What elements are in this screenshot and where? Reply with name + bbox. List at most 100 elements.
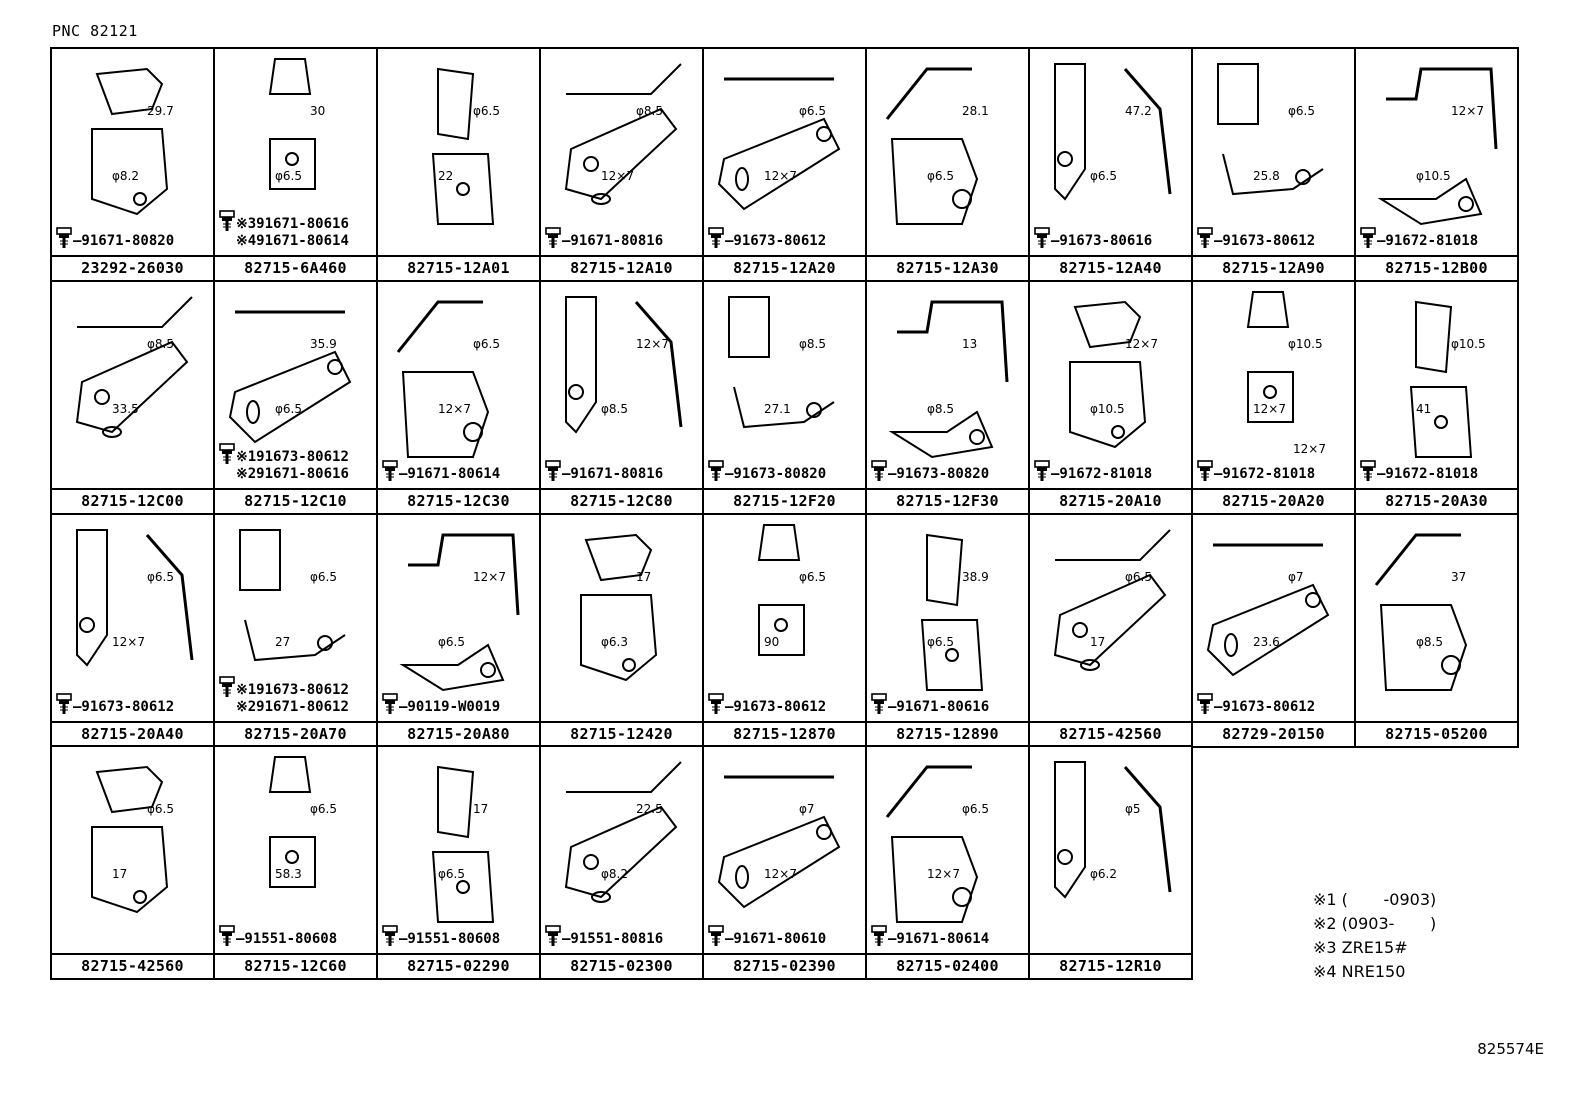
bracket-drawing (91, 67, 169, 216)
dimension-label: φ8.2 (601, 867, 628, 881)
bolt-part-number: —91673-80612 (1197, 693, 1315, 715)
diagram-code: 825574E (1477, 1040, 1544, 1058)
dimension-label: 27.1 (764, 402, 791, 416)
dimension-label: 12×7 (473, 570, 506, 584)
part-number: 82715-12A20 (704, 255, 865, 280)
dimension-label: 12×7 (112, 635, 145, 649)
part-number: 82715-12A10 (541, 255, 702, 280)
part-number: 82715-12B00 (1356, 255, 1517, 280)
bolt-part-number: —90119-W0019 (382, 693, 500, 715)
dimension-label: φ6.5 (147, 570, 174, 584)
part-number: 82715-12C10 (215, 488, 376, 513)
part-cell: φ5 φ6.2 82715-12R10 (1028, 745, 1193, 980)
part-number: 82715-12F30 (867, 488, 1028, 513)
dimension-label: φ6.5 (962, 802, 989, 816)
part-number: 82715-12R10 (1030, 953, 1191, 978)
dimension-label: 90 (764, 635, 780, 649)
bracket-drawing (1054, 63, 1172, 201)
dimension-label: φ6.2 (1090, 867, 1117, 881)
dimension-label: φ8.5 (927, 402, 954, 416)
bolt-part-number: —91671-80816 (545, 460, 663, 482)
bracket-drawing (920, 533, 984, 691)
bracket-drawing (565, 296, 683, 434)
bolt-part-number: —91672-81018 (1360, 460, 1478, 482)
bracket-drawing (91, 765, 169, 914)
part-number: 82715-42560 (52, 953, 213, 978)
part-number: 82715-12890 (867, 721, 1028, 746)
bolt-part-number: ※291671-80612 (236, 699, 349, 715)
dimension-label: 12×7 (1125, 337, 1158, 351)
part-number: 82715-12A30 (867, 255, 1028, 280)
bracket-drawing (1374, 533, 1468, 691)
pnc-label: PNC 82121 (52, 22, 138, 40)
bracket-drawing (431, 67, 495, 225)
bolt-part-number: ※391671-80616 (219, 210, 349, 232)
bracket-drawing (888, 300, 1009, 459)
dimension-label: φ8.2 (112, 169, 139, 183)
bracket-drawing (717, 775, 841, 909)
bolt-part-number: ※491671-80614 (236, 233, 349, 249)
dimension-label: φ6.5 (310, 802, 337, 816)
bolt-part-number: ※191673-80612 (219, 443, 349, 465)
dimension-label: 17 (473, 802, 489, 816)
bolt-part-number: —91673-80612 (708, 227, 826, 249)
bracket-drawing (1069, 300, 1147, 449)
dimension-label: 28.1 (962, 104, 989, 118)
part-number: 82715-6A460 (215, 255, 376, 280)
part-number: 82715-12870 (704, 721, 865, 746)
note-4: ※4 NRE150 (1313, 962, 1406, 981)
notes-legend: ※1 ( -0903) ※2 (0903- ) ※3 ZRE15# ※4 NRE… (1313, 888, 1436, 984)
dimension-label: φ6.5 (275, 169, 302, 183)
bracket-drawing (399, 533, 520, 692)
dimension-label: φ6.5 (799, 570, 826, 584)
bracket-drawing (757, 524, 805, 656)
dimension-label: 17 (636, 570, 652, 584)
dimension-label: φ6.5 (275, 402, 302, 416)
dimension-label: 12×7 (438, 402, 471, 416)
part-number: 82729-20150 (1193, 721, 1354, 746)
dimension-label: 58.3 (275, 867, 302, 881)
dimension-label: φ8.5 (636, 104, 663, 118)
dimension-label: 12×7 (636, 337, 669, 351)
bracket-drawing (228, 310, 352, 444)
dimension-label: 12×7 (1451, 104, 1484, 118)
dimension-label: φ10.5 (1416, 169, 1451, 183)
part-number: 82715-12A90 (1193, 255, 1354, 280)
bolt-part-number: —91551-80608 (219, 925, 337, 947)
dimension-label: 12×7 (927, 867, 960, 881)
part-number: 82715-20A30 (1356, 488, 1517, 513)
dimension-label: 12×7 (601, 169, 634, 183)
dimension-label: 38.9 (962, 570, 989, 584)
bracket-drawing (76, 529, 194, 667)
dimension-label: φ6.5 (473, 337, 500, 351)
dimension-label: φ5 (1125, 802, 1141, 816)
note-1: ※1 ( -0903) (1313, 890, 1437, 909)
bracket-drawing (1246, 291, 1294, 423)
dimension-label: φ8.5 (799, 337, 826, 351)
bolt-part-number: —91671-80614 (382, 460, 500, 482)
bracket-drawing (431, 765, 495, 923)
bracket-drawing (564, 63, 682, 205)
part-number: 82715-02290 (378, 953, 539, 978)
bolt-part-number: —91672-81018 (1360, 227, 1478, 249)
bracket-drawing (1054, 761, 1172, 899)
dimension-label: 22.5 (636, 802, 663, 816)
dimension-label: 47.2 (1125, 104, 1152, 118)
dimension-label: φ6.5 (1125, 570, 1152, 584)
bolt-part-number: —91673-80612 (1197, 227, 1315, 249)
dimension-label: φ6.5 (799, 104, 826, 118)
bolt-part-number: —91672-81018 (1034, 460, 1152, 482)
part-number: 82715-12C30 (378, 488, 539, 513)
